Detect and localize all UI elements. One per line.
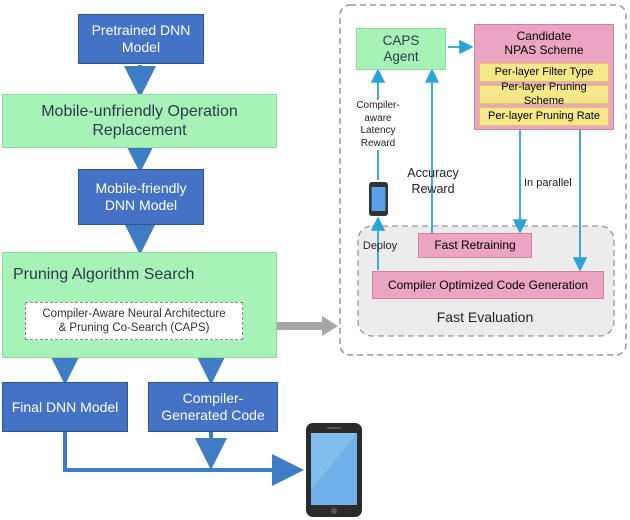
caps-agent-box: CAPS Agent bbox=[356, 28, 446, 70]
double-arrow-icon bbox=[246, 316, 338, 336]
latency-reward-label: Compiler- aware Latency Reward bbox=[350, 100, 406, 150]
mobile-friendly-label: Mobile-friendly DNN Model bbox=[95, 180, 187, 213]
code-generation-label: Compiler Optimized Code Generation bbox=[387, 277, 589, 292]
caps-agent-label: CAPS Agent bbox=[382, 32, 420, 64]
accuracy-reward-label: Accuracy Reward bbox=[407, 166, 459, 196]
mobile-friendly-model-box: Mobile-friendly DNN Model bbox=[78, 169, 204, 225]
fast-retraining-label: Fast Retraining bbox=[434, 238, 516, 253]
fast-evaluation-label: Fast Evaluation bbox=[436, 309, 534, 325]
candidate-title: Candidate NPAS Scheme bbox=[504, 29, 584, 57]
candidate-item-pruning-rate: Per-layer Pruning Rate bbox=[479, 107, 609, 126]
final-dnn-model-box: Final DNN Model bbox=[2, 382, 128, 432]
replacement-label: Mobile-unfriendly Operation Replacement bbox=[41, 102, 238, 139]
caps-box: Compiler-Aware Neural Architecture & Pru… bbox=[25, 302, 243, 340]
in-parallel-label: In parallel bbox=[524, 177, 572, 189]
right-panel-border bbox=[339, 4, 627, 356]
candidate-npas-box: Candidate NPAS Scheme Per-layer Filter T… bbox=[474, 24, 614, 130]
pretrained-dnn-model-box: Pretrained DNN Model bbox=[78, 14, 204, 64]
candidate-item-pruning-scheme: Per-layer Pruning Scheme bbox=[479, 81, 609, 107]
small-phone-icon bbox=[369, 182, 388, 216]
caps-box-label: Compiler-Aware Neural Architecture & Pru… bbox=[42, 307, 226, 334]
code-generation-box: Compiler Optimized Code Generation bbox=[372, 271, 604, 299]
pruning-search-title: Pruning Algorithm Search bbox=[13, 266, 195, 283]
smartphone-icon bbox=[306, 423, 362, 517]
generated-code-label: Compiler- Generated Code bbox=[161, 390, 265, 423]
candidate-item-filter-type: Per-layer Filter Type bbox=[479, 63, 609, 82]
compiler-generated-code-box: Compiler- Generated Code bbox=[148, 382, 278, 432]
operation-replacement-box: Mobile-unfriendly Operation Replacement bbox=[2, 94, 277, 148]
deploy-label: Deploy bbox=[362, 240, 398, 252]
pruning-algorithm-search-box: Pruning Algorithm Search Compiler-Aware … bbox=[2, 252, 277, 358]
final-model-label: Final DNN Model bbox=[11, 398, 119, 415]
pretrained-label: Pretrained DNN Model bbox=[91, 22, 191, 55]
fast-retraining-box: Fast Retraining bbox=[418, 233, 532, 258]
